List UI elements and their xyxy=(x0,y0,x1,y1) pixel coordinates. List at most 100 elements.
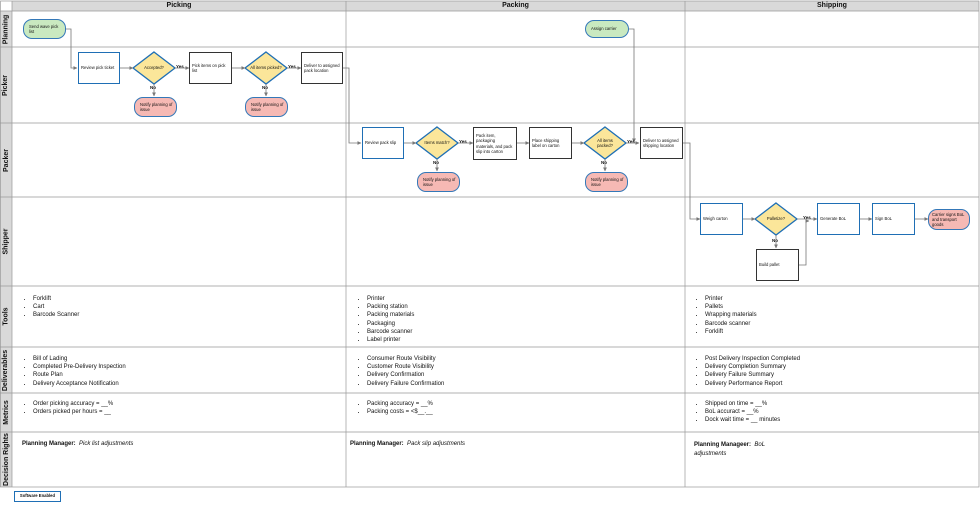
yes-label: Yes xyxy=(627,139,635,144)
metric-item: Dock wait time = __ minutes xyxy=(705,416,780,424)
lane-label-deliverables: Deliverables xyxy=(2,349,10,391)
tool-item: Label printer xyxy=(367,336,414,344)
tools-list-picking: Forklift Cart Barcode Scanner xyxy=(22,295,79,320)
yes-label: Yes xyxy=(803,215,811,220)
all-picked-decision-label: All items picked? xyxy=(250,65,282,71)
tool-item: Pallets xyxy=(705,303,757,311)
column-header-packing: Packing xyxy=(502,2,529,9)
review-pack-slip-step[interactable]: Review pack slip xyxy=(362,127,404,159)
deliverables-list-picking: Bill of Lading Completed Pre-Delivery In… xyxy=(22,355,126,388)
deliverables-list-shipping: Post Delivery Inspection Completed Deliv… xyxy=(694,355,800,388)
tool-item: Wrapping materials xyxy=(705,311,757,319)
deliverable-item: Bill of Lading xyxy=(33,355,126,363)
items-match-decision-label: Items match? xyxy=(424,140,450,146)
all-packed-decision-label: All items packed? xyxy=(597,137,613,148)
deliverable-item: Post Delivery Inspection Completed xyxy=(705,355,800,363)
tool-item: Packaging xyxy=(367,320,414,328)
pick-items-step[interactable]: Pick items on pick list xyxy=(189,52,232,84)
assign-carrier-start[interactable]: Assign carrier xyxy=(585,20,629,38)
tools-list-packing: Printer Packing station Packing material… xyxy=(356,295,414,344)
tool-item: Printer xyxy=(705,295,757,303)
decision-role: Planning Manager: xyxy=(22,441,76,447)
deliverable-item: Delivery Failure Summary xyxy=(705,371,800,379)
tool-item: Printer xyxy=(367,295,414,303)
no-label: No xyxy=(433,160,439,165)
send-wave-pick-list-start[interactable]: Send wave pick list xyxy=(23,19,66,39)
decision-role: Planning Manageer: xyxy=(694,442,752,448)
yes-label: Yes xyxy=(459,139,467,144)
notify-planning-picking-issue-2[interactable]: Notify planning of issue xyxy=(245,97,288,117)
deliverable-item: Customer Route Visibility xyxy=(367,363,444,371)
place-shipping-label-step[interactable]: Place shipping label on carton xyxy=(529,127,572,159)
lane-label-packer: Packer xyxy=(2,148,10,172)
accepted-decision-label: Accepted? xyxy=(144,65,164,71)
decision-text: Pack slip adjustments xyxy=(407,441,466,447)
lane-label-decision-rights: Decision Rights xyxy=(2,433,10,486)
metric-item: Orders picked per hours = __ xyxy=(33,408,113,416)
deliverable-item: Delivery Performance Report xyxy=(705,380,800,388)
weigh-carton-step[interactable]: Weigh carton xyxy=(700,203,743,235)
deliverable-item: Delivery Acceptance Notification xyxy=(33,380,126,388)
metric-item: BoL accuract = __% xyxy=(705,408,780,416)
tool-item: Packing materials xyxy=(367,311,414,319)
deliver-to-pack-location-step[interactable]: Deliver to assigned pack location xyxy=(301,52,343,84)
build-pallet-step[interactable]: Build pallet xyxy=(756,249,799,281)
deliverable-item: Route Plan xyxy=(33,371,126,379)
no-label: No xyxy=(150,85,156,90)
sign-bol-step[interactable]: Sign BoL xyxy=(872,203,915,235)
column-header-band xyxy=(12,1,979,11)
metrics-list-picking: Order picking accuracy = __% Orders pick… xyxy=(22,400,113,416)
lane-label-shipper: Shipper xyxy=(2,228,10,255)
deliverable-item: Delivery Confirmation xyxy=(367,371,444,379)
review-pick-ticket-step[interactable]: Review pick ticket xyxy=(78,52,120,84)
metric-item: Packing accuracy = __% xyxy=(367,400,433,408)
no-label: No xyxy=(601,160,607,165)
notify-planning-packing-issue-1[interactable]: Notify planning of issue xyxy=(417,172,460,192)
carrier-signs-end[interactable]: Carrier signs BoL and transport goods xyxy=(928,209,970,230)
yes-label: Yes xyxy=(176,64,184,69)
deliverable-item: Completed Pre-Delivery Inspection xyxy=(33,363,126,371)
metric-item: Shipped on time = __% xyxy=(705,400,780,408)
palletize-decision-label: Palletize? xyxy=(766,216,786,222)
decision-right-shipping: Planning Manageer: BoL adjustments xyxy=(694,441,784,458)
tool-item: Barcode scanner xyxy=(705,320,757,328)
no-label: No xyxy=(262,85,268,90)
tool-item: Barcode scanner xyxy=(367,328,414,336)
deliverable-item: Delivery Completion Summary xyxy=(705,363,800,371)
yes-label: Yes xyxy=(288,64,296,69)
tool-item: Forklift xyxy=(33,295,79,303)
notify-planning-packing-issue-2[interactable]: Notify planning of issue xyxy=(585,172,628,192)
tool-item: Barcode Scanner xyxy=(33,311,79,319)
decision-right-packing: Planning Manager: Pack slip adjustments xyxy=(350,441,465,447)
lane-label-band xyxy=(0,11,12,487)
tool-item: Packing station xyxy=(367,303,414,311)
metric-item: Order picking accuracy = __% xyxy=(33,400,113,408)
column-header-picking: Picking xyxy=(166,2,192,9)
deliverable-item: Delivery Failure Confirmation xyxy=(367,380,444,388)
tool-item: Forklift xyxy=(705,328,757,336)
no-label: No xyxy=(772,238,778,243)
generate-bol-step[interactable]: Generate BoL xyxy=(817,203,860,235)
lane-label-planning: Planning xyxy=(2,14,10,44)
lane-label-metrics: Metrics xyxy=(2,400,10,425)
decision-right-picking: Planning Manager: Pick list adjustments xyxy=(22,441,133,447)
metrics-list-shipping: Shipped on time = __% BoL accuract = __%… xyxy=(694,400,780,425)
deliverables-list-packing: Consumer Route Visibility Customer Route… xyxy=(356,355,444,388)
pack-item-step[interactable]: Pack item, packaging materials, and pack… xyxy=(473,127,517,160)
decision-role: Planning Manager: xyxy=(350,441,404,447)
decision-text: Pick list adjustments xyxy=(79,441,134,447)
flow-connectors xyxy=(66,28,929,266)
metrics-list-packing: Packing accuracy = __% Packing costs = <… xyxy=(356,400,433,416)
column-header-shipping: Shipping xyxy=(817,2,847,9)
lane-label-picker: Picker xyxy=(2,74,10,96)
lane-label-tools: Tools xyxy=(2,307,10,326)
software-enabled-legend: Software Enabled xyxy=(14,491,61,502)
notify-planning-picking-issue-1[interactable]: Notify planning of issue xyxy=(134,97,177,117)
decision-text: BoL adjustments xyxy=(694,442,765,457)
deliver-to-shipping-location-step[interactable]: Deliver to assigned shipping location xyxy=(640,127,683,159)
tool-item: Cart xyxy=(33,303,79,311)
tools-list-shipping: Printer Pallets Wrapping materials Barco… xyxy=(694,295,757,336)
metric-item: Packing costs = <$__.__ xyxy=(367,408,433,416)
deliverable-item: Consumer Route Visibility xyxy=(367,355,444,363)
